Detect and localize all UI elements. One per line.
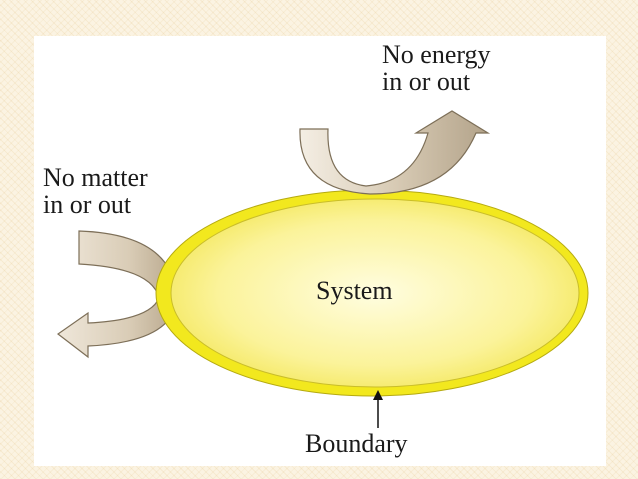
matter-label-line1: No matter (43, 163, 148, 192)
matter-label-line2: in or out (43, 190, 132, 219)
energy-label: No energy in or out (382, 41, 491, 95)
system-label: System (316, 276, 393, 305)
boundary-pointer (373, 390, 383, 428)
diagram-panel: No energy in or out No matter in or out … (34, 36, 606, 466)
energy-label-line1: No energy (382, 40, 491, 69)
diagram-canvas (56, 110, 589, 428)
matter-label: No matter in or out (43, 164, 148, 218)
energy-arrow (299, 110, 491, 195)
system-ellipse (155, 189, 589, 397)
energy-label-line2: in or out (382, 67, 471, 96)
boundary-label: Boundary (305, 429, 408, 458)
